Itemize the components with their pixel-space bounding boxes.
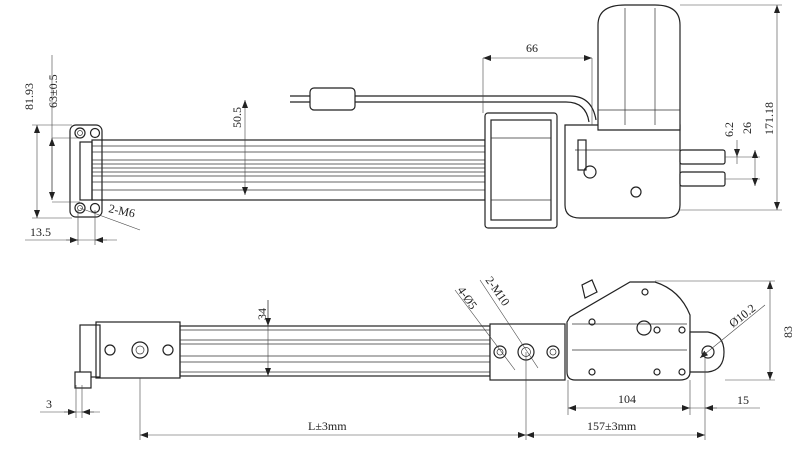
dim-66: 66 [526,41,538,55]
rear-end-cap [74,321,181,389]
dim-34: 34 [255,308,269,320]
dim-15: 15 [737,393,749,407]
dim-104: 104 [618,392,636,406]
side-view: 34 4-Ø5 2-M10 Ø10.2 83 3 104 15 L±3mm 15… [40,274,795,440]
side-motor-housing [566,279,691,381]
dim-157: 157±3mm [587,419,637,433]
motor-housing [564,4,681,219]
dim-63: 63±0.5 [46,74,60,108]
front-clevis [679,149,726,187]
top-dimensions: 66 171.18 6.2 26 50.5 81.93 63±0.5 2-M6 … [22,4,782,245]
screw-icons [588,288,686,376]
side-rod [179,325,491,377]
dim-81-93: 81.93 [22,83,36,110]
dim-l: L±3mm [308,419,347,433]
dim-26: 26 [740,122,754,134]
dim-50-5: 50.5 [230,107,244,128]
dim-4-phi5: 4-Ø5 [455,284,481,312]
power-cable [290,87,597,123]
dim-2-m6: 2-M6 [107,201,136,220]
dim-6-2: 6.2 [722,122,736,137]
top-view: 66 171.18 6.2 26 50.5 81.93 63±0.5 2-M6 … [22,4,782,245]
slide-block [484,112,558,229]
dim-phi10-2: Ø10.2 [726,301,758,330]
dim-83: 83 [781,326,795,338]
dim-13-5: 13.5 [30,225,51,239]
actuator-rod [91,139,486,201]
dim-3: 3 [46,397,52,411]
dim-171-18: 171.18 [762,102,776,135]
rear-bracket [69,124,103,218]
